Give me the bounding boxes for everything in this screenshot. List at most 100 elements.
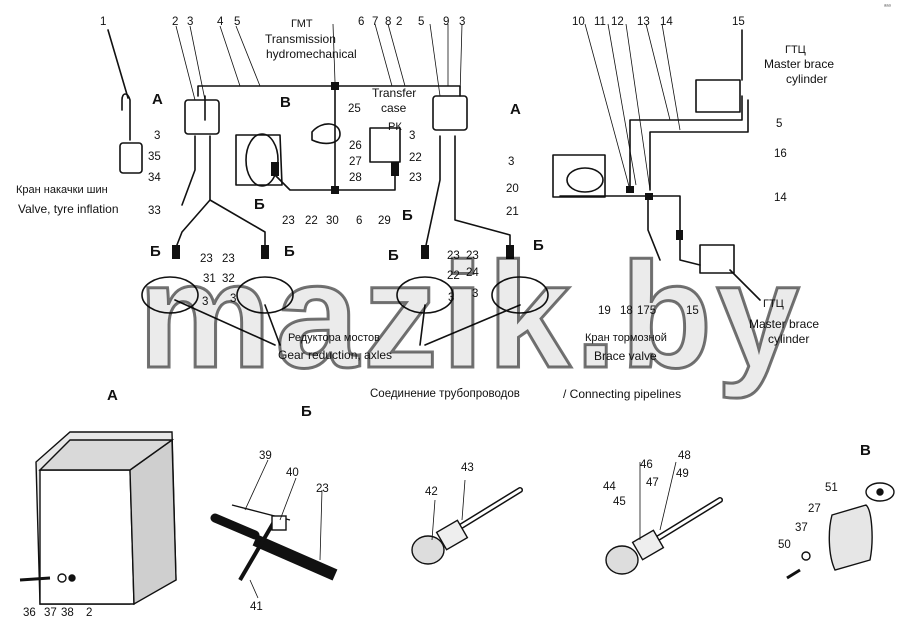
part-number: 3 bbox=[472, 288, 479, 300]
part-number: 3 bbox=[230, 293, 237, 305]
part-number: 35 bbox=[148, 151, 161, 163]
part-number: 28 bbox=[349, 172, 362, 184]
part-number: 22 bbox=[447, 270, 460, 282]
tyre-valve-body bbox=[119, 142, 143, 174]
gmt-label-ru: ГМТ bbox=[291, 18, 313, 30]
detail-fitting-44 bbox=[605, 497, 723, 575]
leader-15b bbox=[729, 269, 761, 301]
brake-pipe-3 bbox=[559, 195, 701, 266]
part-number: 50 bbox=[778, 539, 791, 551]
master-cylinder-top bbox=[695, 79, 741, 113]
axles-label-en: Gear reduction, axles bbox=[278, 348, 393, 362]
leader-1 bbox=[107, 29, 129, 99]
pipe-29 bbox=[334, 174, 396, 191]
part-number: 27 bbox=[349, 156, 362, 168]
part-number: 13 bbox=[637, 16, 650, 28]
part-number: 23 bbox=[409, 172, 422, 184]
transfer-label-2: case bbox=[381, 101, 407, 115]
part-number: 15 bbox=[686, 305, 699, 317]
pipe-32 bbox=[209, 199, 266, 251]
letter-a-right: А bbox=[510, 101, 521, 118]
brake-pipe-top bbox=[629, 95, 743, 191]
transfer-label-1: Transfer bbox=[372, 86, 417, 100]
letter-a-detail: А bbox=[107, 387, 118, 404]
part-number: 20 bbox=[506, 183, 519, 195]
part-number: 7 bbox=[372, 16, 379, 28]
detail-b-clamp bbox=[210, 504, 338, 582]
part-number: 1 bbox=[100, 16, 107, 28]
part-number: 12 bbox=[611, 16, 624, 28]
part-number: 31 bbox=[203, 273, 216, 285]
part-number: 5 bbox=[234, 16, 241, 28]
pipe-20 bbox=[424, 135, 441, 251]
axle-4 bbox=[491, 276, 549, 314]
part-number: 37 bbox=[44, 607, 57, 619]
part-number: 30 bbox=[326, 215, 339, 227]
pipes-label-ru: Соединение трубопроводов bbox=[370, 388, 520, 400]
part-number: 26 bbox=[349, 140, 362, 152]
letter-v-top: В bbox=[280, 94, 291, 111]
part-number: 4 bbox=[217, 16, 224, 28]
part-number: 3 bbox=[187, 16, 194, 28]
part-number: 25 bbox=[348, 103, 361, 115]
axle-leader bbox=[174, 299, 521, 346]
gtc-bottom-ru: ГТЦ bbox=[763, 298, 784, 310]
part-number: 36 bbox=[23, 607, 36, 619]
pipe-34 bbox=[181, 135, 196, 206]
part-number: 3 bbox=[448, 292, 455, 304]
part-number: 23 bbox=[282, 215, 295, 227]
axle-1 bbox=[141, 276, 199, 314]
fitting-b6 bbox=[391, 162, 399, 176]
gmt-label-en-2: hydromechanical bbox=[266, 47, 357, 61]
letter-a-left: А bbox=[152, 91, 163, 108]
gtc-bottom-en-2: cylinder bbox=[768, 332, 810, 346]
part-number: 2 bbox=[396, 16, 403, 28]
part-number: 42 bbox=[425, 486, 438, 498]
part-number: 39 bbox=[259, 450, 272, 462]
part-number: 41 bbox=[250, 601, 263, 613]
part-number: 22 bbox=[305, 215, 318, 227]
part-number: 3 bbox=[508, 156, 515, 168]
part-number: 11 bbox=[594, 16, 606, 28]
brake-label-en: Brace valve bbox=[594, 349, 657, 363]
part-number: 10 bbox=[572, 16, 585, 28]
part-number: 5 bbox=[776, 118, 783, 130]
part-number: 15 bbox=[732, 16, 745, 28]
part-number: 8 bbox=[385, 16, 392, 28]
part-number: 18 bbox=[620, 305, 633, 317]
detail-a-bolts bbox=[19, 573, 76, 583]
fitting-14 bbox=[676, 230, 683, 240]
letter-b-3: Б bbox=[150, 243, 161, 260]
letter-v-detail: В bbox=[860, 442, 871, 459]
part-number: 48 bbox=[678, 450, 691, 462]
brake-label-ru: Кран тормозной bbox=[585, 332, 667, 344]
valve-label-ru: Кран накачки шин bbox=[16, 184, 108, 196]
gtc-bottom-en-1: Master brace bbox=[749, 317, 820, 331]
part-number: 46 bbox=[640, 459, 653, 471]
part-number: 3 bbox=[459, 16, 466, 28]
part-number: 49 bbox=[676, 468, 689, 480]
part-number: 5 bbox=[418, 16, 425, 28]
fitting-b3 bbox=[421, 245, 429, 259]
pipe-21 bbox=[454, 135, 511, 251]
pk-label: РК bbox=[388, 121, 402, 133]
transmission-flange bbox=[245, 133, 279, 187]
part-number: 44 bbox=[603, 481, 616, 493]
detail-v-cover bbox=[786, 482, 895, 580]
letter-b-detail: Б bbox=[301, 403, 312, 420]
leader-lines bbox=[175, 23, 681, 599]
pipe-30 bbox=[274, 174, 336, 191]
component-a-left bbox=[184, 99, 220, 135]
part-number: 9 bbox=[443, 16, 450, 28]
fitting-6b bbox=[331, 186, 339, 194]
brake-pipe-2 bbox=[649, 99, 749, 191]
component-a-right bbox=[432, 95, 468, 131]
fitting-b2 bbox=[261, 245, 269, 259]
valve-label-en: Valve, tyre inflation bbox=[18, 202, 119, 216]
axle-3 bbox=[396, 276, 454, 314]
detail-a-block bbox=[35, 431, 177, 606]
part-number: 24 bbox=[466, 267, 479, 279]
part-number: 22 bbox=[409, 152, 422, 164]
